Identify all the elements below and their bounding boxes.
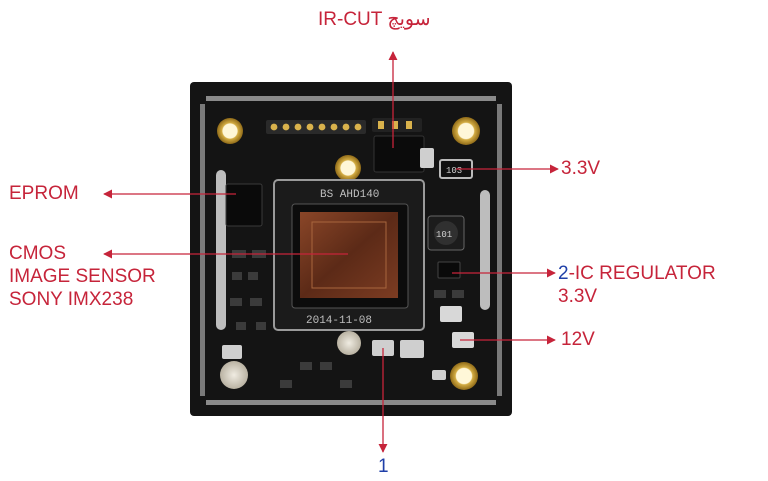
label-regulator-text: -IC REGULATOR: [568, 263, 716, 284]
arrows: [103, 51, 559, 453]
label-3v3-top: 3.3V: [561, 158, 601, 179]
ir-cut-pins: [378, 121, 412, 129]
label-eprom: EPROM: [9, 183, 79, 204]
label-regulator: 2-IC REGULATOR 3.3V: [558, 262, 716, 308]
label-ir-cut: IR-CUT سويچ: [318, 9, 431, 30]
connector-1-right: [400, 340, 424, 358]
mount-hole-top-left: [217, 118, 243, 144]
slot-right: [480, 190, 490, 310]
label-1: 1: [378, 456, 389, 477]
label-regulator-line-1: 2-IC REGULATOR: [558, 262, 716, 285]
pin-header-pins: [270, 123, 362, 131]
label-regulator-number: 2: [558, 263, 569, 284]
cmos-sensor-grid: [311, 221, 387, 289]
mount-hole-bottom-right: [450, 362, 478, 390]
date-marking: 2014-11-08: [306, 315, 372, 327]
mount-hole-top-right: [452, 117, 480, 145]
regulator-ic: [437, 261, 461, 279]
frame-strip-right: [497, 104, 502, 396]
center-hole-top: [335, 155, 361, 181]
frame-strip-top: [206, 96, 496, 101]
ir-cut-chip: [373, 135, 425, 173]
label-regulator-voltage: 3.3V: [558, 286, 598, 307]
ic-marking: 103: [446, 166, 462, 176]
label-cmos-line-3: SONY IMX238: [9, 289, 134, 310]
label-cmos-line-1: CMOS: [9, 243, 66, 264]
label-12v: 12V: [561, 329, 595, 350]
inductor-core: [434, 221, 458, 245]
center-hole-bottom: [337, 331, 361, 355]
pin-header: [266, 120, 366, 134]
mount-hole-bottom-left: [220, 361, 248, 389]
cmos-sensor-die: [300, 212, 398, 298]
frame-strip-bottom: [206, 400, 496, 405]
label-cmos-line-2: IMAGE SENSOR: [9, 266, 156, 287]
bottom-silver-pad-2: [432, 370, 446, 380]
cap-12v-top: [440, 306, 462, 322]
cap-top-right: [420, 148, 434, 168]
camera-board: BS AHD140 2014-11-08 101 103: [190, 82, 512, 416]
label-cmos: CMOS IMAGE SENSOR SONY IMX238: [9, 242, 156, 311]
eprom-chip: [225, 183, 263, 227]
chip-marking: BS AHD140: [320, 189, 379, 201]
inductor-marking: 101: [436, 230, 452, 240]
bottom-silver-pad: [222, 345, 242, 359]
slot-left: [216, 170, 226, 330]
frame-strip-left: [200, 104, 205, 396]
